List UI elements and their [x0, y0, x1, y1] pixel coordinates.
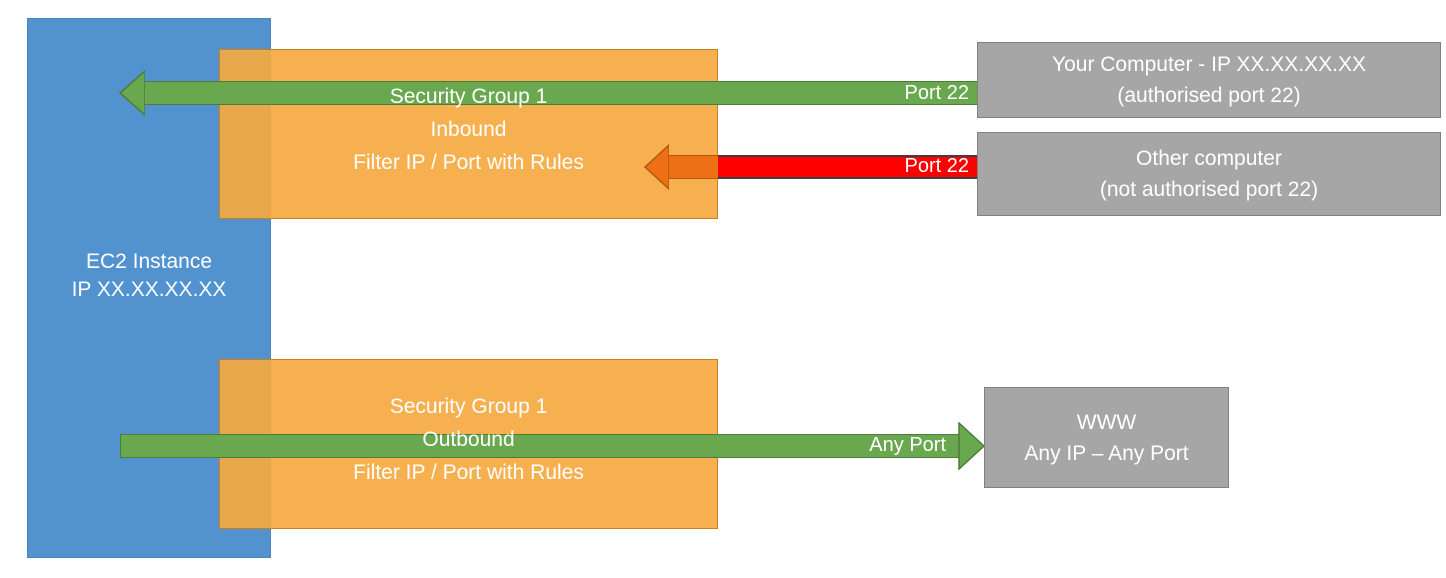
- allowed-outbound-port-label: Any Port: [869, 434, 946, 456]
- allowed-inbound-port-bar: Port 22: [718, 81, 977, 105]
- allowed-inbound-arrow-head: [119, 70, 145, 116]
- endpoint-other-computer: Other computer (not authorised port 22): [977, 132, 1441, 216]
- blocked-inbound-arrow-shaft: [668, 155, 720, 179]
- blocked-inbound-port-bar: Port 22: [718, 155, 977, 179]
- allowed-inbound-arrow-shaft: [144, 81, 718, 105]
- allowed-outbound-arrow-shaft: Any Port: [120, 434, 961, 458]
- endpoint-your-computer: Your Computer - IP XX.XX.XX.XX (authoris…: [977, 42, 1441, 118]
- ec2-instance-label: EC2 Instance IP XX.XX.XX.XX: [71, 250, 227, 301]
- blocked-inbound-arrow-head: [643, 143, 670, 191]
- endpoint-www: WWW Any IP – Any Port: [984, 387, 1229, 488]
- security-group-inbound-box: [219, 49, 718, 219]
- blocked-inbound-port-label: Port 22: [904, 155, 969, 177]
- allowed-inbound-port-label: Port 22: [904, 82, 969, 104]
- allowed-outbound-arrow-head: [958, 421, 986, 471]
